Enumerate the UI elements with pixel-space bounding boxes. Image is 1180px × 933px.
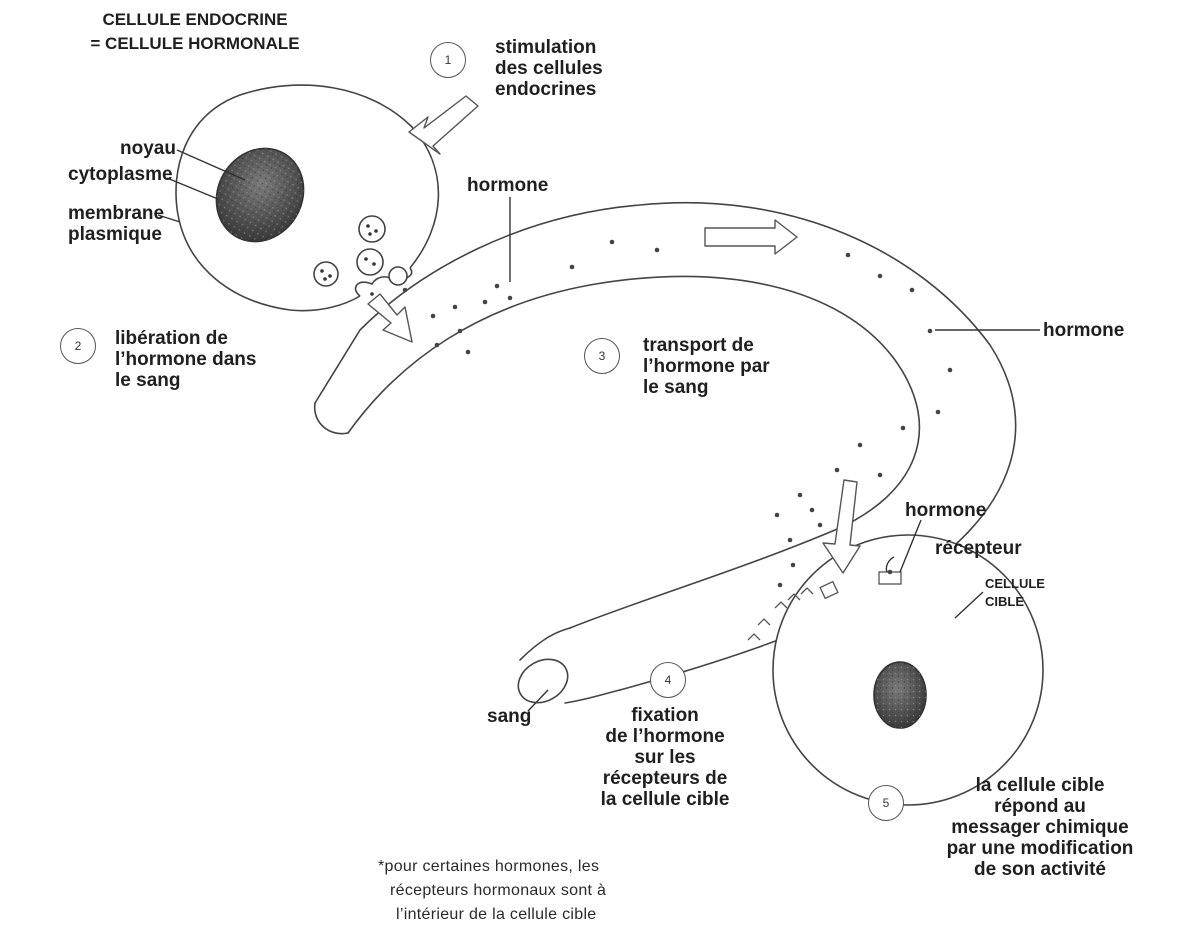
step-5-text: la cellule cible répond au messager chim… bbox=[905, 775, 1175, 880]
step-4-text: fixation de l’hormone sur les récepteurs… bbox=[565, 705, 765, 810]
step-4-badge: 4 bbox=[650, 662, 686, 698]
transport-arrow bbox=[705, 220, 797, 254]
exocytosis-opening bbox=[389, 267, 407, 285]
label-noyau: noyau bbox=[120, 138, 176, 159]
step-2-text: libération de l’hormone dans le sang bbox=[115, 328, 256, 391]
flow-arrows bbox=[368, 96, 860, 573]
vessel-bottom-wall bbox=[520, 628, 570, 660]
step-1-badge: 1 bbox=[430, 42, 466, 78]
label-cytoplasme: cytoplasme bbox=[68, 164, 173, 185]
vessel-bottom-outer bbox=[565, 690, 620, 703]
vessel-left-end bbox=[315, 403, 348, 434]
label-sang: sang bbox=[487, 706, 531, 727]
step-3-text: transport de l’hormone par le sang bbox=[643, 335, 770, 398]
step-2-badge: 2 bbox=[60, 328, 96, 364]
label-recepteur: récepteur bbox=[935, 538, 1022, 559]
hormone-molecules bbox=[403, 240, 953, 588]
step-5-badge: 5 bbox=[868, 785, 904, 821]
label-membrane-plasmique: membrane plasmique bbox=[68, 203, 164, 245]
diagram-title: CELLULE ENDOCRINE = CELLULE HORMONALE bbox=[80, 8, 310, 56]
label-hormone-right: hormone bbox=[1043, 320, 1124, 341]
secretory-vesicle bbox=[359, 216, 385, 242]
release-arrow bbox=[368, 294, 412, 342]
secretory-vesicle bbox=[314, 262, 338, 286]
secretory-vesicle bbox=[357, 249, 383, 275]
step-3-badge: 3 bbox=[584, 338, 620, 374]
label-hormone-vessel: hormone bbox=[467, 175, 548, 196]
label-cellule-cible: CELLULE CIBLE bbox=[985, 575, 1045, 611]
footnote: *pour certaines hormones, les récepteurs… bbox=[378, 855, 606, 927]
label-hormone-target: hormone bbox=[905, 500, 986, 521]
step-1-text: stimulation des cellules endocrines bbox=[495, 37, 603, 100]
